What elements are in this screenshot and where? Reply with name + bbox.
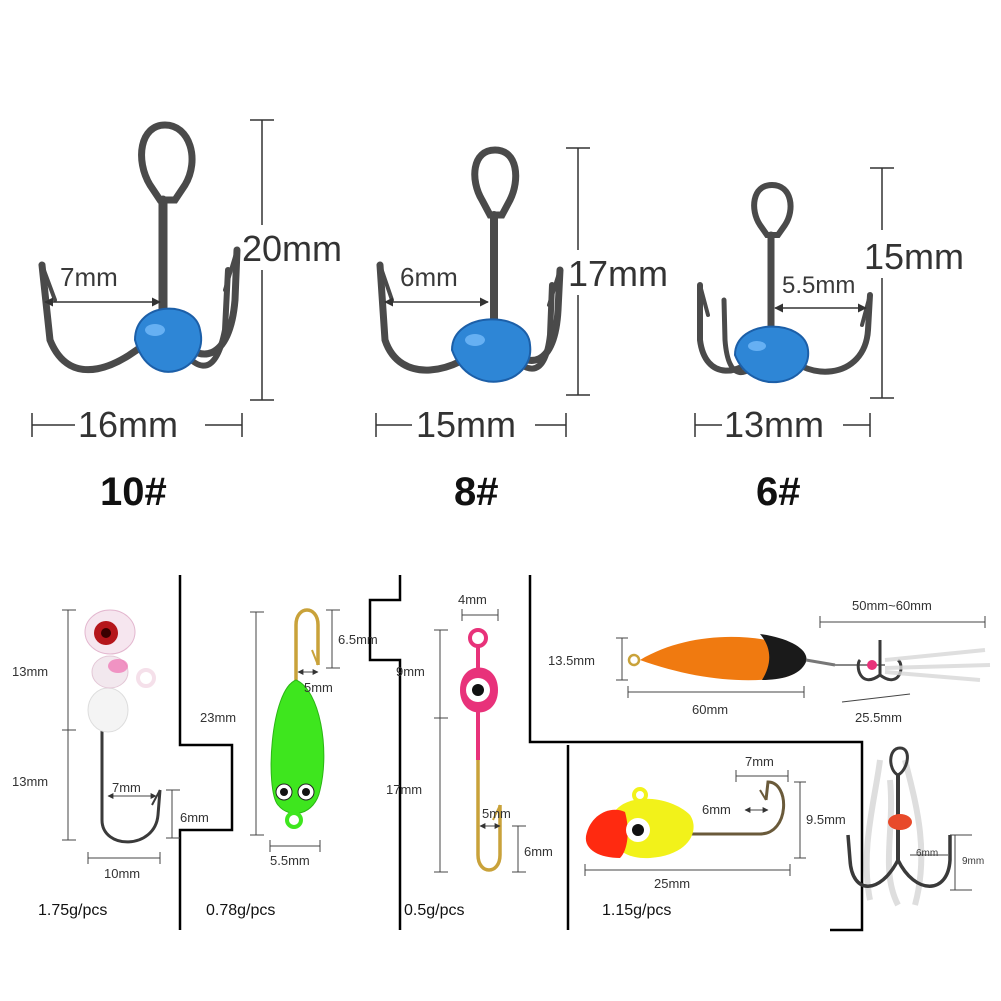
pink-jig-top: 4mm — [458, 592, 487, 607]
spoon-hook-width: 25.5mm — [855, 710, 902, 725]
green-jig-length: 23mm — [200, 710, 237, 725]
hook-10-height: 20mm — [242, 228, 343, 269]
ant-jig-weight: 1.75g/pcs — [38, 902, 108, 919]
yellow-jig-weight: 1.15g/pcs — [602, 902, 672, 919]
pink-jig-shank: 17mm — [386, 782, 423, 797]
yellow-jig-dimensions — [584, 770, 806, 876]
spoon-height: 13.5mm — [548, 653, 595, 668]
yellow-jig-bend: 6mm — [702, 802, 731, 817]
section-dividers — [178, 575, 864, 932]
green-jig-eye: 6.5mm — [338, 632, 378, 647]
green-jig-icon — [270, 608, 325, 829]
feathered-treble-hook-icon — [846, 746, 952, 907]
dimension-lines-top — [31, 119, 894, 437]
pink-jig-head: 9mm — [396, 664, 425, 679]
hook-6-width: 13mm — [724, 404, 825, 445]
green-jig-width: 5.5mm — [270, 853, 310, 868]
pink-jig-gap: 5mm — [482, 806, 511, 821]
hook-10-size: 10# — [100, 470, 167, 514]
feathered-hook-dimensions — [910, 834, 972, 891]
spoon-total: 50mm~60mm — [852, 598, 932, 613]
ant-jig-lower: 13mm — [12, 774, 49, 789]
hook-6-size: 6# — [756, 470, 801, 514]
blue-bead-10-icon — [133, 307, 203, 373]
hook-6-gap: 5.5mm — [782, 272, 856, 299]
pink-jig-icon — [460, 628, 502, 872]
fly-hook-gap: 6mm — [916, 848, 939, 859]
ant-jig-bend: 6mm — [180, 810, 209, 825]
ant-jig-dimensions — [62, 609, 180, 864]
blue-bead-6-icon — [733, 325, 810, 384]
hook-10-gap: 7mm — [60, 262, 118, 292]
yellow-jig-length: 25mm — [654, 876, 691, 891]
pink-jig-weight: 0.5g/pcs — [404, 902, 465, 919]
ant-jig-icon — [84, 609, 162, 844]
hook-8-size: 8# — [454, 470, 499, 514]
hook-10-width: 16mm — [78, 404, 179, 445]
ant-jig-width: 10mm — [104, 866, 141, 881]
hook-8-gap: 6mm — [400, 262, 458, 292]
green-jig-dimensions — [250, 609, 340, 852]
green-jig-gap: 5mm — [304, 680, 333, 695]
pink-jig-bend: 6mm — [524, 844, 553, 859]
hook-6-height: 15mm — [864, 236, 965, 277]
blue-bead-8-icon — [450, 318, 532, 383]
spoon-lure-icon — [627, 634, 991, 682]
ant-jig-gap: 7mm — [112, 780, 141, 795]
hook-8-height: 17mm — [568, 253, 669, 294]
pink-jig-dimensions — [434, 609, 526, 873]
hook-8-width: 15mm — [416, 404, 517, 445]
yellow-jig-height: 9.5mm — [806, 812, 846, 827]
spoon-length: 60mm — [692, 702, 729, 717]
fly-hook-height: 9mm — [962, 856, 985, 867]
green-jig-weight: 0.78g/pcs — [206, 902, 276, 919]
spoon-dimensions — [616, 616, 986, 703]
yellow-jig-gap: 7mm — [745, 754, 774, 769]
yellow-jig-icon — [585, 780, 786, 859]
ant-jig-upper: 13mm — [12, 664, 49, 679]
